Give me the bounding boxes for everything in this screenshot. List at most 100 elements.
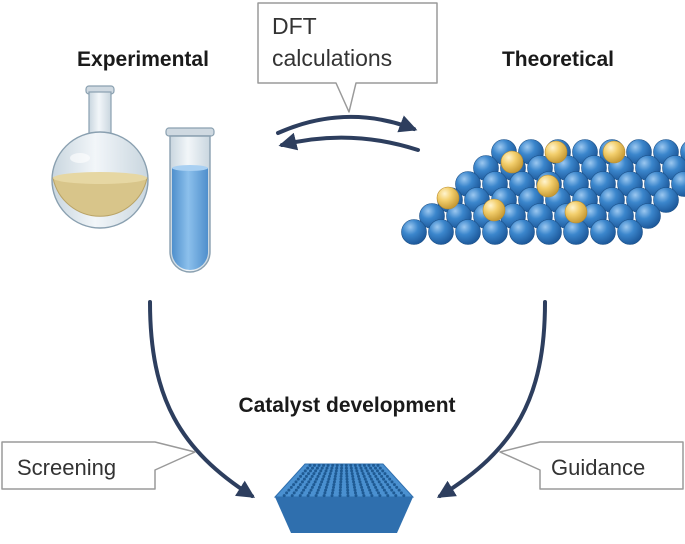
chip-dot [392,483,396,487]
chip-dot [326,480,330,484]
chip-dot [352,480,356,484]
chip-dot [324,469,328,473]
chip-dot [310,485,314,489]
chip-dot [294,488,298,492]
chip-dot [390,480,394,484]
chip-dot [354,491,357,495]
chip-dot [308,463,312,467]
chip-dot [339,474,343,478]
chip-dot [316,488,320,492]
adsorbate-atom [536,174,560,198]
chip-dot [353,485,356,489]
chip-dot [381,485,385,489]
catalyst-chip-icon [273,463,415,533]
chip-dot [282,494,286,498]
chip-dot [290,494,294,498]
adsorbate-atom [602,140,626,164]
chip-dot [354,466,358,470]
chip-dot [375,488,379,492]
chip-dot [333,474,337,478]
chip-dot [309,469,312,473]
lattice-atom [401,219,427,245]
theoretical-heading: Theoretical [502,48,614,71]
chip-dot [330,494,334,498]
chip-dot [381,469,385,473]
lattice-atom [680,142,685,162]
chip-dot [374,474,378,478]
chip-dot [367,472,371,476]
chip-dot [386,483,390,487]
chip-dot [325,466,329,470]
chip-dot [374,466,377,470]
chip-dot [390,488,394,492]
adsorbate-atom [482,198,506,222]
chip-dot [359,483,363,487]
chip-dot [340,463,344,467]
chip-dot [339,472,343,476]
chip-dot [289,485,293,489]
lattice-atom [590,219,616,245]
chip-dot [332,485,335,489]
chip-dot [397,488,401,492]
chip-dot [303,469,307,473]
chip-dot [344,463,348,467]
lattice-atom [653,187,679,213]
chip-dot [345,472,349,476]
chip-dot [309,477,312,481]
chip-dot [311,466,314,470]
chip-dot [358,480,362,484]
chip-dot [376,477,379,481]
chip-dot [376,463,380,467]
chip-dot [346,485,349,489]
chip-dot [310,474,314,478]
chip-dot [346,494,350,498]
chip-dot [340,466,344,470]
chip-dot [305,483,309,487]
chip-dot [353,463,357,467]
chip-dot [300,491,304,495]
chip-dot [301,472,305,476]
chip-dot [358,463,362,467]
arrow-to-experimental [278,132,420,152]
screening-label: Screening [17,455,116,480]
chip-dot [312,483,316,487]
chip-dot [328,474,331,478]
chip-dot [330,466,334,470]
chip-dot [317,485,321,489]
chip-dot [296,477,300,481]
adsorbate-atom [436,186,460,210]
chip-dot [302,488,306,492]
chip-dot [372,463,375,467]
chip-dot [370,494,374,498]
chip-dot [378,472,381,476]
dft-label-line1: DFT [272,13,317,39]
chip-dot [338,491,342,495]
chip-dot [361,472,365,476]
chip-dot [353,488,357,492]
chip-dot [306,466,310,470]
chip-dot [365,469,369,473]
chip-dot [370,469,374,473]
chip-dot [344,466,348,470]
chip-dot [369,466,373,470]
chip-dot [357,474,360,478]
chip-dot [360,488,364,492]
chip-dot [317,463,321,467]
chip-dot [372,483,376,487]
chip-dot [392,491,396,495]
chip-dot [287,488,291,492]
chip-dot [339,485,342,489]
chip-dot [362,494,366,498]
chip-dot [351,474,355,478]
chip-dot [332,483,336,487]
chip-dot [292,491,296,495]
chip-dot [346,491,350,495]
chip-dot [314,469,318,473]
chip-dot [317,472,321,476]
chip-dot [384,491,388,495]
chip-dot [360,469,364,473]
chip-dot [309,488,313,492]
guidance-label: Guidance [551,455,645,480]
chip-dot [349,466,353,470]
